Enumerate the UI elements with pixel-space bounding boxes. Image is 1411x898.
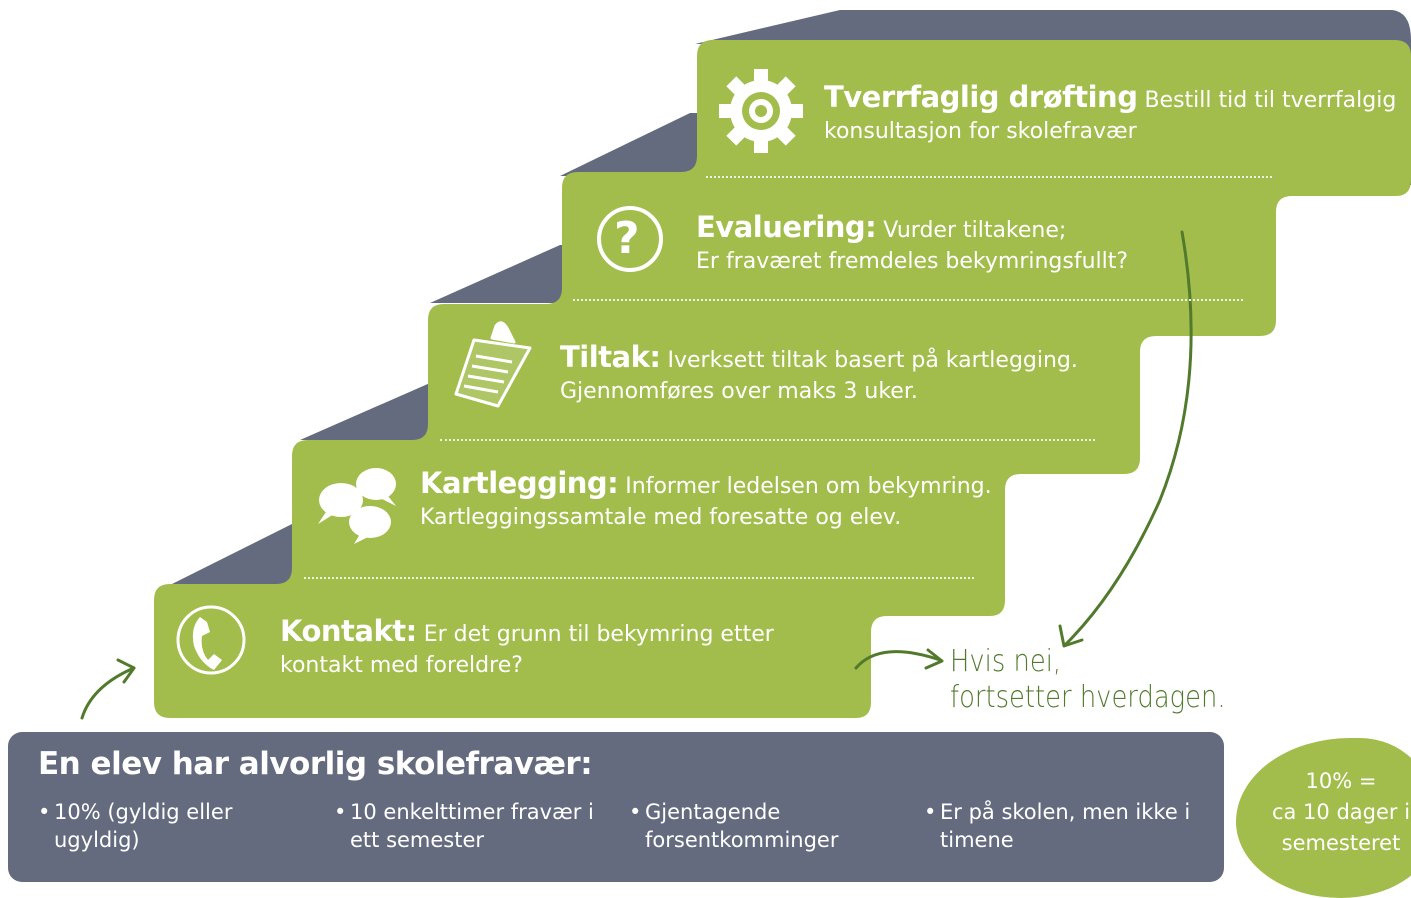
separator-4 [706,176,1272,178]
criterion-line2: forsentkomminger [645,828,839,852]
step-title: Tiltak: [560,340,661,374]
phone-icon [176,605,246,675]
step-tiltak: Tiltak: Iverksett tiltak basert på kartl… [560,342,1078,407]
step-kartlegging: Kartlegging: Informer ledelsen om bekymr… [420,468,992,533]
criterion-line1: Gjentagende [645,800,781,824]
step-line2: Er fraværet fremdeles bekymringsfullt? [696,249,1129,274]
entry-arrow-head [116,658,136,684]
criterion-line1: Er på skolen, men ikke i [940,800,1191,824]
step-line1: Informer ledelsen om bekymring. [625,474,992,499]
criteria-box [8,732,1224,882]
info-blob-text: 10% = ca 10 dager i semesteret [1246,766,1411,859]
step-line1: Iverksett tiltak basert på kartlegging. [667,348,1078,373]
speech-bubbles-icon [318,468,396,544]
bullet: • [38,800,51,824]
entry-arrow [80,666,136,720]
separator-1 [304,577,974,579]
criterion-line2: timene [940,828,1014,852]
step-title: Kontakt: [280,614,417,648]
blob-line1: 10% = [1305,769,1377,793]
handwritten-note: Hvis nei, fortsetter hverdagen. [950,644,1226,716]
separator-2 [440,439,1095,441]
criterion-item: • 10% (gyldig eller ugyldig) [38,798,233,854]
step-evaluering: Evaluering: Vurder tiltakene; Er fravære… [696,212,1128,277]
step-stack [154,40,1411,718]
note-line1: Hvis nei, [950,644,1062,679]
evaluation-arrow-head [1058,624,1084,648]
criteria-title: En elev har alvorlig skolefravær: [38,746,593,782]
criterion-line1: 10 enkelttimer fravær i [350,800,594,824]
step-line2: kontakt med foreldre? [280,653,523,678]
step-line1: Vurder tiltakene; [883,218,1067,243]
note-line2: fortsetter hverdagen. [950,680,1226,715]
step-line2: Kartleggingssamtale med foresatte og ele… [420,505,902,530]
question-mark-glyph: ? [614,213,640,264]
blob-line3: semesteret [1281,831,1401,855]
step-kontakt: Kontakt: Er det grunn til bekymring ette… [280,616,774,681]
criterion-item: • 10 enkelttimer fravær i ett semester [334,798,594,854]
bullet: • [334,800,347,824]
separator-3 [573,299,1243,301]
bullet: • [924,800,937,824]
criterion-line1: 10% (gyldig eller [54,800,233,824]
criterion-item: • Er på skolen, men ikke i timene [924,798,1191,854]
question-icon [597,206,663,272]
step-title: Evaluering: [696,210,877,244]
step-line2: konsultasjon for skolefravær [824,119,1137,144]
info-blob [1236,738,1411,898]
criterion-item: • Gjentagende forsentkomminger [629,798,839,854]
step-line2: Gjennomføres over maks 3 uker. [560,379,918,404]
exit-arrow-head [924,648,944,670]
clipboard-icon [454,321,532,408]
criterion-line2: ett semester [350,828,485,852]
exit-arrow [854,650,942,670]
evaluation-arrow [1064,230,1193,646]
criterion-line2: ugyldig) [54,828,140,852]
step-tverrfaglig: Tverrfaglig drøfting Bestill tid til tve… [824,82,1396,147]
step-line1: Er det grunn til bekymring etter [423,622,774,647]
bullet: • [629,800,642,824]
blob-line2: ca 10 dager i [1271,800,1411,824]
step-title: Tverrfaglig drøfting [824,80,1138,114]
step-title: Kartlegging: [420,466,619,500]
step-line1: Bestill tid til tverrfalgig [1144,88,1397,113]
